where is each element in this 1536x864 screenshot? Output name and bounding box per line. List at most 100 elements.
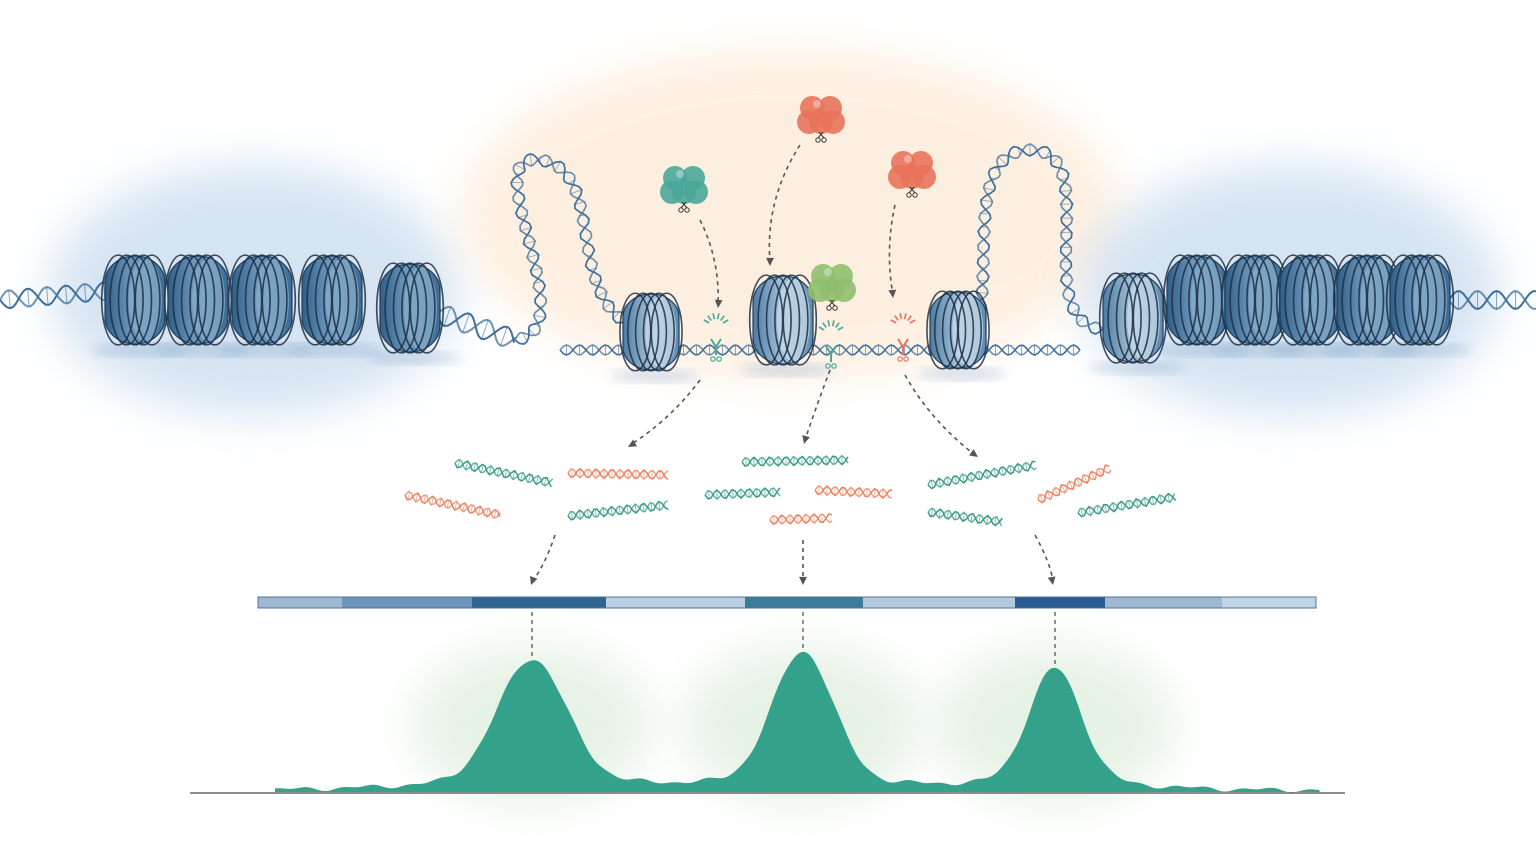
dna-wrap xyxy=(1179,254,1215,346)
dna-fragment-icon xyxy=(454,458,554,488)
fragment-cluster xyxy=(404,458,669,521)
dna-wrap xyxy=(392,262,428,354)
genome-track-segment xyxy=(745,597,863,608)
dna-wrap xyxy=(933,290,967,370)
fragment-group xyxy=(404,454,1177,585)
dna-wrap xyxy=(401,262,436,354)
nucleosome-icon xyxy=(739,274,835,376)
nucleosome-icon xyxy=(610,292,700,382)
arrow-icon xyxy=(699,219,723,308)
cut-site-icon xyxy=(818,320,844,369)
arrow-head xyxy=(530,576,538,585)
dna-wrap xyxy=(949,290,983,370)
genome-track-segment xyxy=(1015,597,1105,608)
dna-wrap xyxy=(1411,254,1446,346)
dna-wrap xyxy=(1394,254,1429,346)
arrow-head xyxy=(628,439,637,447)
genome-track xyxy=(257,596,1317,609)
cut-site-icon xyxy=(890,313,916,362)
dna-wrap xyxy=(650,292,683,372)
peak-area xyxy=(275,651,1320,793)
nucleosome-icon xyxy=(1089,272,1185,374)
scissors-icon xyxy=(906,186,918,198)
arrow-icon xyxy=(904,374,978,457)
dna-fragment-icon xyxy=(404,490,501,519)
dna-wrap xyxy=(1419,254,1455,346)
arrow-head xyxy=(766,257,774,266)
nucleosome-icon xyxy=(154,254,250,356)
dna-wrap xyxy=(1115,272,1151,364)
enzyme-subunit xyxy=(684,180,708,204)
dna-wrap xyxy=(253,254,288,346)
arrow-icon xyxy=(530,534,556,585)
arrow-icon xyxy=(799,540,807,585)
transposase-group xyxy=(628,96,978,457)
dna-wrap xyxy=(117,254,153,346)
nucleosome-shadow xyxy=(1376,344,1472,356)
dna-wrap xyxy=(180,254,216,346)
dna-fragment-icon xyxy=(814,485,893,500)
dna-wrap xyxy=(197,254,233,346)
transposase-icon xyxy=(797,96,845,143)
nucleosome-icon xyxy=(917,290,1007,380)
dna-wrap xyxy=(126,254,161,346)
dna-wrap xyxy=(1301,254,1336,346)
genome-track-segment xyxy=(1105,597,1222,608)
transposase-icon xyxy=(808,264,856,311)
dna-fragment-icon xyxy=(1037,464,1112,504)
dna-wrap xyxy=(236,254,271,346)
arrow-icon xyxy=(1034,534,1056,585)
scissors-icon xyxy=(678,201,690,213)
nucleosome-shadow xyxy=(610,370,700,382)
dna-loop-left xyxy=(510,153,642,345)
dna-wrap xyxy=(314,254,350,346)
dna-wrap xyxy=(1341,254,1376,346)
dna-fragment-icon xyxy=(927,507,1004,527)
nucleosome-icon xyxy=(288,254,384,356)
arrow-head xyxy=(799,576,807,585)
dna-wrap xyxy=(1237,254,1273,346)
dna-wrap xyxy=(774,274,809,366)
scissors-icon xyxy=(815,131,827,143)
genome-track-segment xyxy=(1222,597,1316,608)
dna-wrap xyxy=(244,254,280,346)
arrow-icon xyxy=(628,379,701,447)
dna-wrap xyxy=(323,254,358,346)
dna-wrap xyxy=(409,262,445,354)
dna-fragment-icon xyxy=(704,487,781,501)
nucleosome-icon xyxy=(1266,254,1362,356)
scissors-icon xyxy=(826,299,838,311)
dna-wrap xyxy=(1284,254,1319,346)
nucleosome-shadow xyxy=(739,364,835,376)
arrow-head xyxy=(802,435,810,444)
genome-track-segment xyxy=(342,597,472,608)
dna-wrap xyxy=(1349,254,1385,346)
arrow-icon xyxy=(766,144,801,266)
dna-wrap xyxy=(1229,254,1264,346)
dna-wrap xyxy=(642,292,676,372)
nucleosome-icon xyxy=(1153,254,1249,356)
arrow-head xyxy=(888,289,897,298)
arrow-icon xyxy=(888,204,897,298)
nucleosome-icon xyxy=(366,262,462,364)
nucleosome-shadow xyxy=(917,368,1007,380)
dna-wrap xyxy=(957,290,990,370)
dna-helix-icon xyxy=(0,281,122,310)
dna-wrap xyxy=(765,274,801,366)
nucleosome-icon xyxy=(218,254,314,356)
dna-wrap xyxy=(1107,272,1142,364)
dna-wrap xyxy=(189,254,224,346)
nucleosome-group xyxy=(91,254,1472,382)
cut-site-icon xyxy=(703,313,729,362)
arrow-head xyxy=(1047,576,1056,585)
dna-wrap xyxy=(331,254,367,346)
genome-track-segment xyxy=(258,597,342,608)
dna-wrap xyxy=(172,254,207,346)
genome-track-segment xyxy=(472,597,606,608)
dna-wrap xyxy=(1292,254,1328,346)
dna-wrap xyxy=(634,292,668,372)
enzyme-subunit xyxy=(888,165,912,189)
dna-wrap xyxy=(261,254,297,346)
